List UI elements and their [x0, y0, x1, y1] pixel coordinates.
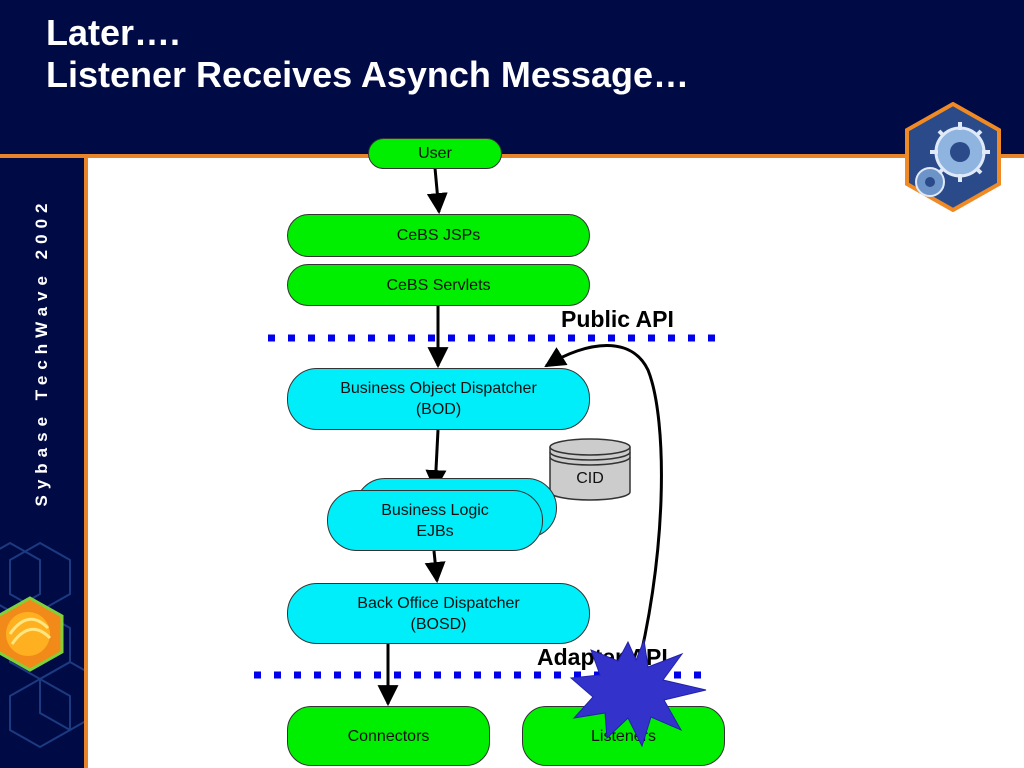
- listeners-node: Listeners: [522, 706, 725, 766]
- bod-node: Business Object Dispatcher (BOD): [287, 368, 590, 430]
- hexagon-pattern-icon: [0, 541, 84, 749]
- slide-title: Later…. Listener Receives Asynch Message…: [46, 12, 689, 96]
- header-divider: [0, 154, 1024, 158]
- sidebar-divider: [84, 154, 88, 768]
- cebs-jsps-label: CeBS JSPs: [396, 227, 481, 244]
- user-label: User: [418, 145, 452, 162]
- adapter-api-label: Adapter API: [537, 644, 668, 670]
- bosd-label-line2: (BOSD): [410, 615, 467, 633]
- bod-label-line1: Business Object Dispatcher: [340, 380, 537, 397]
- arrow-listeners-to-bod: [544, 344, 663, 691]
- arrow-user-to-jsps: [426, 167, 448, 215]
- connectors-node: Connectors: [287, 706, 490, 766]
- business-logic-ejbs-node: Business Logic EJBs: [327, 490, 543, 551]
- user-node: User: [368, 138, 502, 169]
- listeners-label: Listeners: [591, 727, 656, 745]
- ejbs-label-line2: EJBs: [416, 522, 454, 540]
- sidebar: [0, 158, 84, 768]
- title-line-1: Later….: [46, 12, 181, 53]
- bosd-label-line1: Back Office Dispatcher: [357, 594, 520, 612]
- cebs-servlets-label: CeBS Servlets: [386, 276, 491, 294]
- public-api-label: Public API: [561, 306, 674, 332]
- cid-database-icon: [549, 438, 631, 501]
- title-line-2: Listener Receives Asynch Message…: [46, 54, 689, 95]
- slide-header: Later…. Listener Receives Asynch Message…: [0, 0, 1024, 154]
- cebs-servlets-node: CeBS Servlets: [287, 264, 590, 306]
- bosd-node: Back Office Dispatcher (BOSD): [287, 583, 590, 644]
- ejbs-label-line1: Business Logic: [381, 501, 489, 519]
- bod-label-line2: (BOD): [415, 401, 462, 418]
- connectors-label: Connectors: [347, 727, 430, 745]
- gear-logo-icon: [905, 102, 1001, 212]
- arrow-ejbs-to-bosd: [424, 550, 446, 584]
- cid-label: CID: [576, 470, 604, 487]
- cebs-jsps-node: CeBS JSPs: [287, 214, 590, 257]
